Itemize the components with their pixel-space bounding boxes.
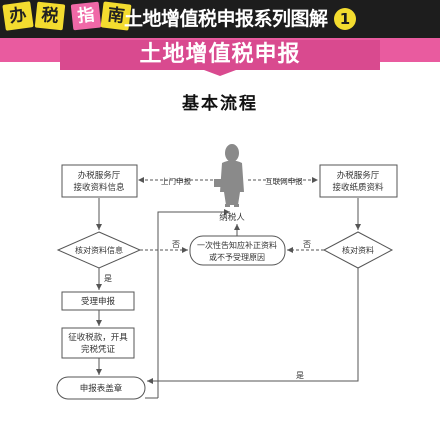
notice-line1: 一次性告知应补正资料 <box>197 240 277 250</box>
pink-ribbon <box>0 38 440 76</box>
stamp-box <box>56 376 146 400</box>
right-hall-line1: 办税服务厅 <box>337 170 380 181</box>
left-hall-box <box>61 164 138 198</box>
accept-label: 受理申报 <box>81 296 116 307</box>
accept-box <box>61 291 135 311</box>
right-hall-box <box>319 164 398 198</box>
collect-line2: 完税凭证 <box>81 344 116 355</box>
no-label-right: 否 <box>303 240 311 249</box>
issue-number-badge: 1 <box>334 8 356 30</box>
section-title: 基本流程 <box>182 94 258 114</box>
collect-box <box>61 327 135 359</box>
taxpayer-silhouette-icon <box>214 144 244 207</box>
right-hall-line2: 接收纸质资料 <box>332 182 384 193</box>
ribbon-title: 土地增值税申报 <box>139 42 301 67</box>
door-label: 上门申报 <box>161 176 191 186</box>
left-hall-line2: 接收资料信息 <box>73 182 125 193</box>
left-check-label: 核对资料信息 <box>75 245 123 255</box>
notice-line2: 或不予受理原因 <box>209 252 265 262</box>
taxpayer-label: 纳税人 <box>219 212 245 223</box>
yes-label-left: 是 <box>104 274 112 283</box>
right-check-label: 核对资料 <box>342 245 374 255</box>
series-title: 土地增值税申报系列图解 <box>124 8 328 30</box>
yes-label-right: 是 <box>296 371 304 380</box>
collect-line1: 征收税款，开具 <box>68 332 128 343</box>
no-label-left: 否 <box>172 240 180 249</box>
internet-label: 互联网申报 <box>265 176 303 186</box>
left-hall-line1: 办税服务厅 <box>78 170 121 181</box>
header-banner: 办 税 指 南 土地增值税申报系列图解 1 <box>0 0 440 38</box>
stamp-label: 申报表盖章 <box>80 383 123 394</box>
